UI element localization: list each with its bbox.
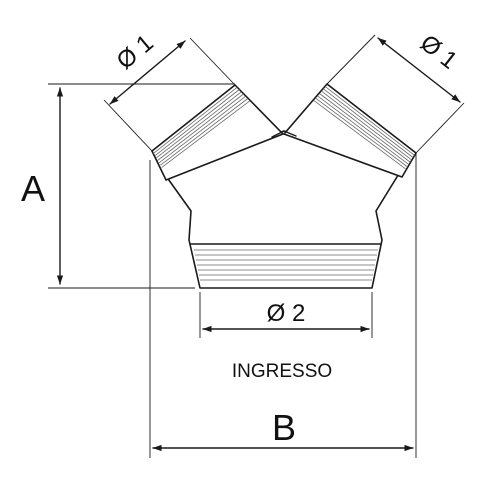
left-branch-thread [151,84,284,181]
dim-phi1-left-line [109,40,186,105]
dim-a-label: A [21,168,45,209]
dim-b-label: B [272,407,296,448]
dim-phi1-right-line [377,37,461,103]
inlet-thread [189,243,382,281]
crotch-line [271,130,297,138]
dim-phi1-right-label: Ø 1 [415,30,462,75]
dim-phi2-label: Ø 2 [267,300,306,327]
dimension-lines [56,37,461,452]
inlet-label: INGRESSO [232,361,332,382]
